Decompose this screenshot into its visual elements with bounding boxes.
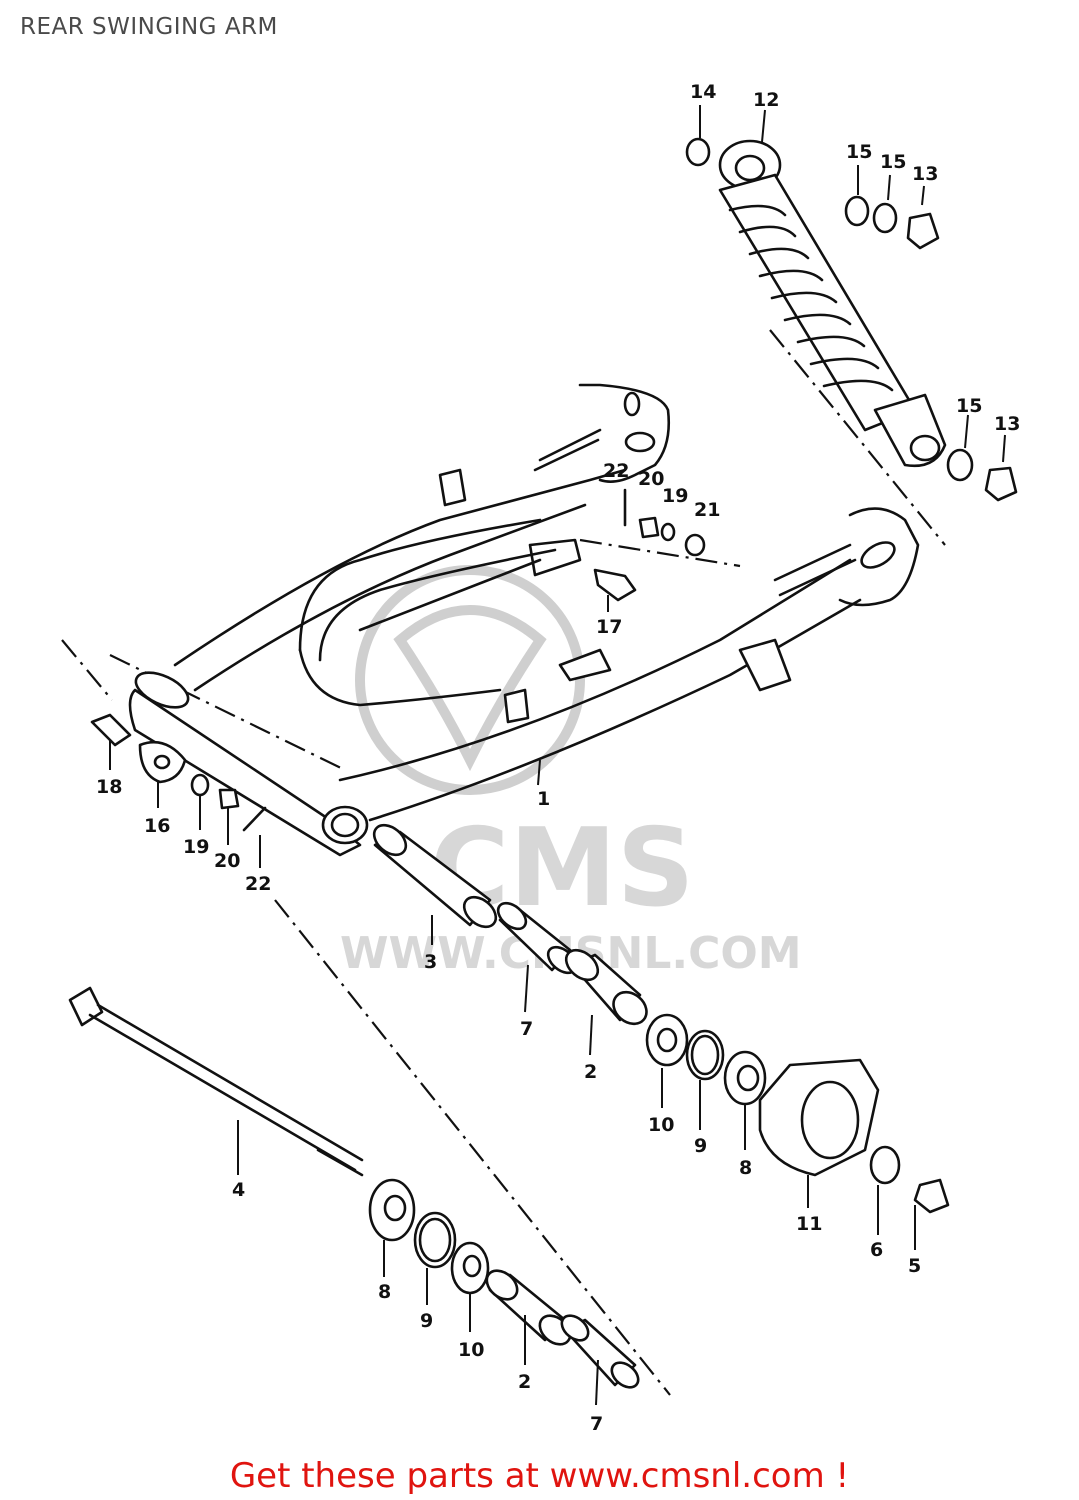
callout-19: 19 (183, 836, 209, 858)
callout-17: 17 (596, 616, 622, 638)
callout-6: 6 (870, 1239, 883, 1261)
callout-15: 15 (846, 141, 872, 163)
callout-21: 21 (694, 499, 720, 521)
rear-shock-absorber (718, 139, 947, 468)
callout-13: 13 (912, 163, 938, 185)
callout-15-right: 15 (956, 395, 982, 417)
pivot-bushings-lower (368, 1178, 640, 1389)
leader-lines (109, 105, 1006, 1406)
diagram-title: REAR SWINGING ARM (20, 14, 278, 40)
callout-4: 4 (232, 1179, 245, 1201)
callout-12: 12 (753, 89, 779, 111)
callout-8-lower: 8 (378, 1281, 391, 1303)
callout-15-second: 15 (880, 151, 906, 173)
footer-link-text[interactable]: Get these parts at www.cmsnl.com ! (229, 1456, 850, 1496)
callout-2-lower: 2 (518, 1371, 531, 1393)
small-fasteners-upper (593, 488, 706, 602)
callout-14: 14 (690, 81, 716, 103)
exploded-parts-diagram: CMS WWW.CMSNL.COM (61, 81, 1020, 1435)
callout-10-lower: 10 (458, 1339, 484, 1361)
callout-7-lower: 7 (590, 1413, 603, 1435)
callout-20: 20 (214, 850, 240, 872)
callout-20-upper: 20 (638, 468, 664, 490)
callout-3: 3 (424, 951, 437, 973)
pivot-bushings-upper (372, 823, 950, 1214)
callout-10: 10 (648, 1114, 674, 1136)
pivot-bolt (68, 986, 364, 1177)
callout-22-upper: 22 (603, 460, 629, 482)
callout-9-lower: 9 (420, 1310, 433, 1332)
small-fasteners-left (90, 713, 267, 832)
callout-18: 18 (96, 776, 122, 798)
callout-11: 11 (796, 1213, 822, 1235)
callout-1: 1 (537, 788, 550, 810)
callout-2: 2 (584, 1061, 597, 1083)
callout-5: 5 (908, 1255, 921, 1277)
callout-16: 16 (144, 815, 170, 837)
callout-19-upper: 19 (662, 485, 688, 507)
callout-22: 22 (245, 873, 271, 895)
callout-9: 9 (694, 1135, 707, 1157)
shock-hardware (685, 137, 1018, 502)
callout-13-right: 13 (994, 413, 1020, 435)
callout-8: 8 (739, 1157, 752, 1179)
swing-arm (128, 383, 920, 857)
callout-7: 7 (520, 1018, 533, 1040)
callout-numbers: 1 2 2 3 4 5 6 7 7 8 8 9 9 10 10 11 12 13… (96, 81, 1020, 1435)
